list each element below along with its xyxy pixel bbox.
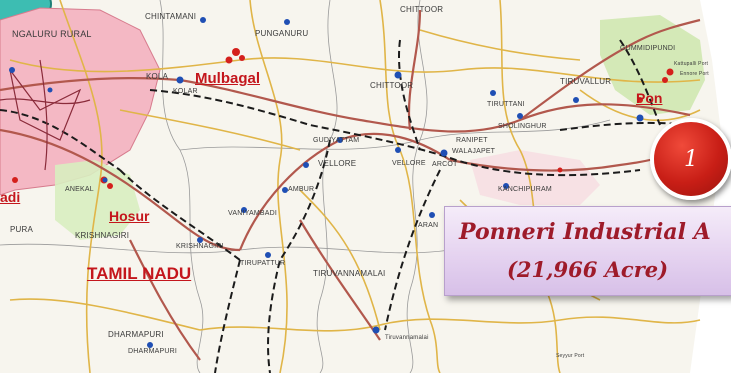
- place-anekal: ANEKAL: [65, 186, 94, 193]
- place-kanchipuram: KANCHIPURAM: [498, 186, 552, 193]
- bangalore-urban-zone: [0, 7, 161, 196]
- kanchipuram-pink-zone: [470, 150, 600, 205]
- place-seyyur-port: Seyyur Port: [556, 353, 585, 359]
- place-kola: KOLA: [146, 72, 169, 81]
- place-ranipet: RANIPET: [456, 137, 488, 144]
- place-tiruvannamalai-town: Tiruvannamalai: [385, 335, 429, 341]
- place-chittoor-top: CHITTOOR: [400, 5, 444, 14]
- place-dharmapuri-town: DHARMAPURI: [128, 348, 178, 355]
- place-tiruvannamalai: TIRUVANNAMALAI: [313, 269, 386, 278]
- place-tiruvallur: TIRUVALLUR: [560, 77, 612, 86]
- place-pura: PURA: [10, 225, 34, 234]
- place-krishnagiri-town: KRISHNAGIRI: [176, 243, 224, 250]
- city-adi: adi: [0, 189, 21, 205]
- place-kolar: KOLAR: [173, 88, 198, 95]
- place-krishnagiri: KRISHNAGIRI: [75, 231, 130, 240]
- place-chintamani: CHINTAMANI: [145, 12, 197, 21]
- place-punganuru: PUNGANURU: [255, 29, 309, 38]
- place-vaniyambadi: VANIYAMBADI: [228, 210, 278, 217]
- place-arcot: ARCOT: [432, 161, 458, 168]
- badge-number: 1: [684, 146, 698, 172]
- place-tirupattur: TIRUPATTUR: [240, 260, 286, 267]
- state-label-tamil-nadu: TAMIL NADU: [87, 264, 192, 283]
- place-vellore-town: VELLORE: [392, 160, 426, 167]
- city-hosur: Hosur: [109, 208, 150, 224]
- place-gummidipundi: GUMMIDIPUNDI: [620, 45, 676, 52]
- callout-area: (21,966 Acre): [507, 257, 669, 282]
- ponneri-green-zone: [600, 15, 705, 115]
- place-kattupalli-port: Kattupalli Port: [674, 61, 709, 67]
- place-sholinghur: SHOLINGHUR: [498, 123, 547, 130]
- place-tiruttani: TIRUTTANI: [487, 101, 525, 108]
- number-badge: 1: [650, 118, 731, 200]
- place-vellore: VELLORE: [318, 159, 357, 168]
- callout-title: Ponneri Industrial A: [459, 219, 711, 245]
- city-mulbagal: Mulbagal: [195, 70, 261, 87]
- ponneri-callout-box: Ponneri Industrial A (21,966 Acre): [444, 206, 731, 296]
- place-ambur: AMBUR: [288, 186, 315, 193]
- city-ponneri: Pon: [636, 90, 663, 106]
- place-walajapet: WALAJAPET: [452, 148, 496, 155]
- place-dharmapuri: DHARMAPURI: [108, 330, 164, 339]
- place-arani: ARAN: [418, 222, 439, 229]
- place-chittoor: CHITTOOR: [370, 81, 414, 90]
- place-gudiyattam: GUDIYATTAM: [313, 137, 360, 144]
- place-bengaluru-rural: NGALURU RURAL: [12, 29, 92, 39]
- place-ennore-port: Ennore Port: [680, 71, 709, 77]
